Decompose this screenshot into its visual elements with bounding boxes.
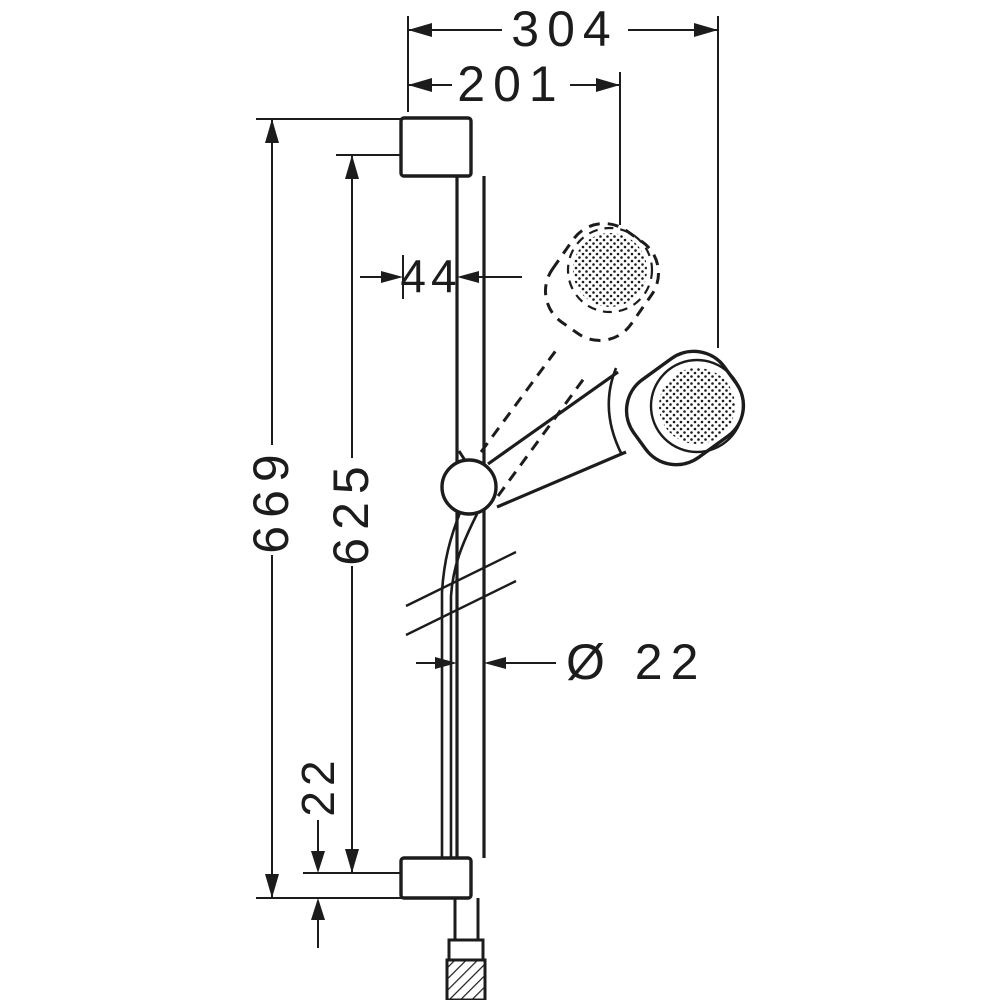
slider-knob — [440, 458, 498, 516]
dashed-handle-upper-line — [479, 344, 562, 453]
wall-bracket-top — [399, 116, 473, 178]
arrowhead-right-pointing — [435, 657, 457, 669]
break-lines — [405, 550, 517, 637]
dimension-label-22: 22 — [292, 755, 344, 816]
arrowhead-right — [596, 78, 620, 92]
arrowhead-top — [265, 119, 279, 143]
handle-lower-line — [496, 450, 627, 509]
break-line-lower — [405, 579, 517, 637]
dimension-669: 669 — [243, 118, 402, 899]
arrowhead-bottom — [345, 849, 359, 873]
dimension-label-diameter-22: Ø 22 — [566, 634, 706, 690]
dimension-625: 625 — [303, 154, 401, 874]
handle-upper-line — [487, 370, 619, 466]
dashed-spray-face — [573, 233, 647, 307]
dimension-label-625: 625 — [323, 458, 379, 565]
dimension-label-44: 44 — [400, 250, 461, 302]
dimension-304: 304 — [407, 1, 719, 348]
dimension-label-201: 201 — [457, 56, 564, 112]
arrowhead-left — [408, 78, 432, 92]
dimension-201: 201 — [408, 56, 621, 225]
hand-shower-dashed — [479, 222, 661, 497]
arrowhead-left — [408, 23, 432, 37]
connector-nut — [447, 938, 485, 962]
arrowhead-left — [381, 271, 403, 283]
hose-connector — [445, 898, 487, 1000]
spray-face — [659, 368, 735, 444]
shower-set — [399, 116, 746, 1000]
hand-shower-solid — [487, 349, 746, 509]
arrowhead-down — [311, 851, 325, 873]
wall-bracket-bottom — [399, 856, 473, 900]
shower-hose — [440, 509, 479, 858]
arrowhead-right — [694, 23, 718, 37]
hose-outer-line — [440, 509, 463, 858]
dimension-22-diameter: Ø 22 — [416, 634, 706, 690]
arrowhead-right — [457, 271, 479, 283]
dashed-handle-lower-line — [496, 376, 587, 497]
arrowhead-up — [311, 898, 325, 920]
connector-thread — [445, 958, 487, 1000]
arrowhead-bottom — [265, 874, 279, 898]
dimension-44: 44 — [360, 250, 522, 302]
dashed-spray-face-rim — [566, 226, 654, 314]
break-line-upper — [405, 550, 517, 608]
head-handle-joint — [607, 367, 624, 456]
arrowhead-top — [345, 155, 359, 179]
spray-face-rim — [649, 358, 745, 454]
slider-holder — [440, 450, 498, 516]
dimensions: 304 201 44 669 — [243, 1, 719, 948]
arrowhead-left-pointing — [484, 657, 506, 669]
dimension-label-669: 669 — [243, 446, 299, 553]
dimension-22-vertical: 22 — [292, 755, 344, 948]
dimension-label-304: 304 — [511, 1, 618, 57]
hose-inner-line — [449, 513, 479, 858]
